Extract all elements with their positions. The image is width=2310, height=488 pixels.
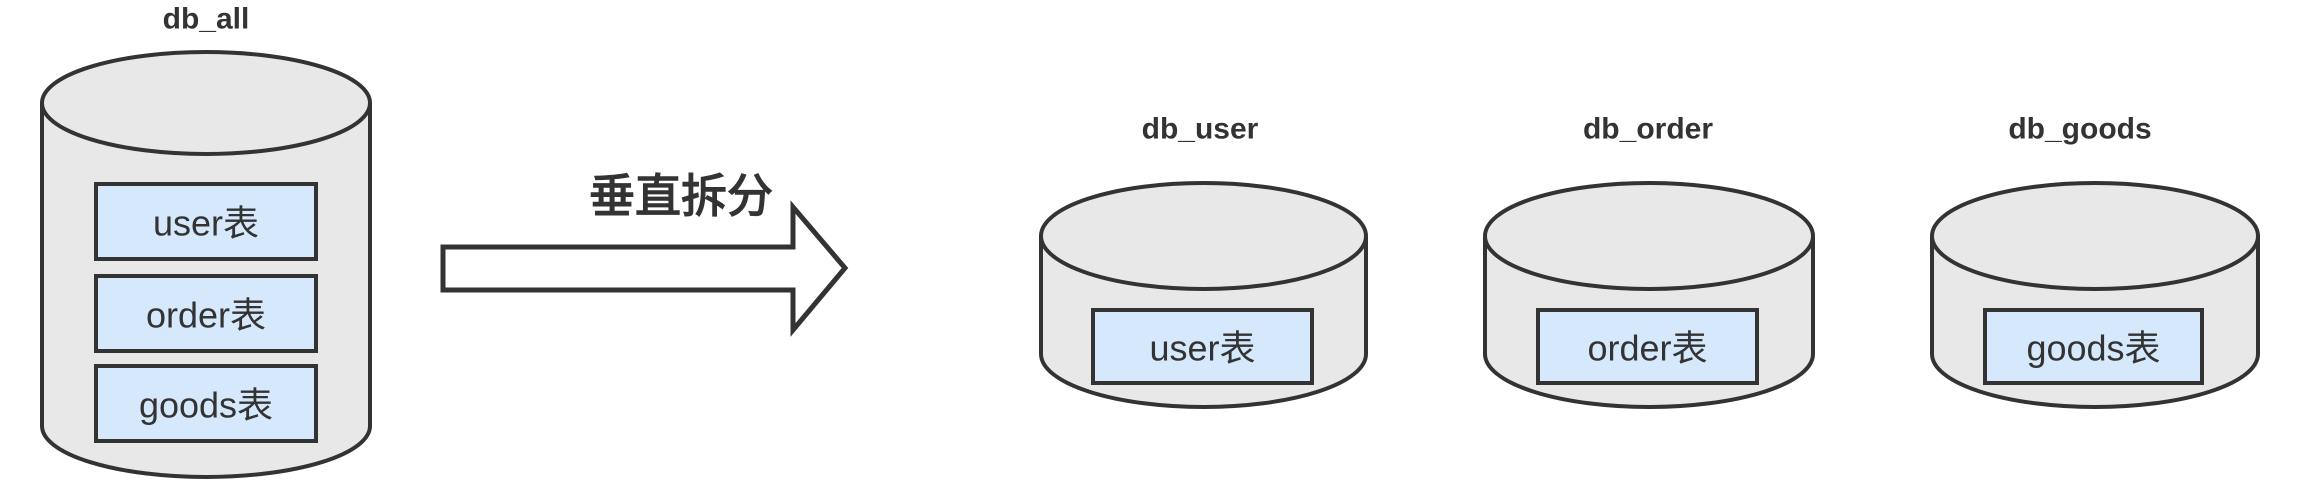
table-label-user: user表 [153, 203, 259, 244]
db-goods-group: db_goods goods表 [1930, 113, 2260, 409]
split-arrow-label: 垂直拆分 [589, 170, 773, 222]
table-box-order [94, 274, 318, 353]
split-arrow-group: 垂直拆分 [440, 170, 849, 337]
db-all-group: db_all user表 order表 goods表 [40, 3, 372, 479]
db-user-table-box [1091, 308, 1314, 385]
db-all-cylinder-top [40, 50, 372, 156]
db-order-table-label: order表 [1587, 328, 1707, 369]
db-goods-table-box [1983, 308, 2204, 385]
table-box-goods [94, 364, 318, 443]
db-all-label: db_all [163, 3, 250, 36]
db-user-group: db_user user表 [1039, 113, 1368, 409]
table-label-order: order表 [146, 295, 266, 336]
db-goods-label: db_goods [2008, 113, 2151, 146]
db-order-group: db_order order表 [1483, 113, 1815, 409]
db-order-cylinder-top [1483, 181, 1815, 291]
db-user-cylinder-top [1039, 181, 1368, 291]
table-box-user [94, 182, 318, 261]
db-goods-cylinder-top [1930, 181, 2260, 291]
db-goods-table-label: goods表 [2026, 328, 2160, 369]
db-order-label: db_order [1583, 113, 1713, 146]
db-user-label: db_user [1142, 113, 1259, 146]
db-user-table-label: user表 [1149, 328, 1255, 369]
right-arrow-icon [440, 200, 849, 337]
db-order-table-box [1536, 308, 1759, 385]
table-label-goods: goods表 [139, 385, 273, 426]
